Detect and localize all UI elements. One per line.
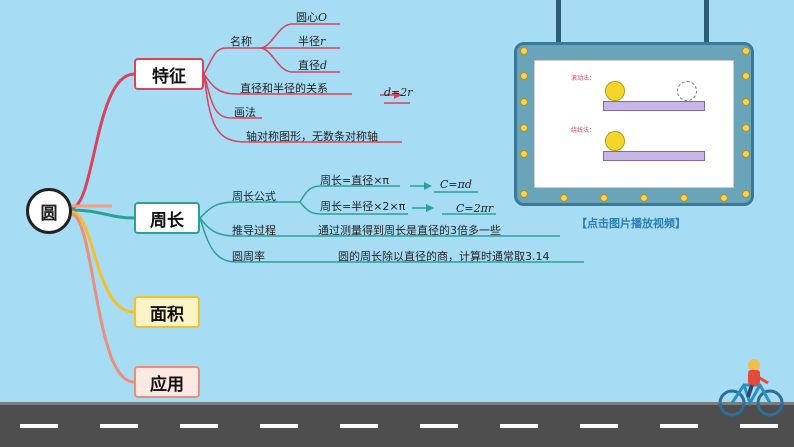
rivet (720, 194, 728, 202)
road-dash (100, 424, 138, 428)
rivet (520, 124, 528, 132)
branch-perimeter[interactable]: 周长 (134, 202, 200, 234)
drawing-label: 画法 (234, 106, 256, 119)
cyclist-icon (718, 359, 784, 417)
pi-label: 圆周率 (232, 250, 265, 263)
pi-text: 圆的周长除以直径的商，计算时通常取3.14 (338, 250, 550, 263)
relation-formula: d=2r (384, 86, 413, 99)
play-video-caption[interactable]: 【点击图片播放视频】 (576, 217, 686, 230)
ruler-1 (603, 101, 705, 111)
diameter-text: 直径 (298, 59, 320, 72)
relation-label: 直径和半径的关系 (240, 82, 328, 95)
ruler-2 (603, 151, 705, 161)
rivet (640, 194, 648, 202)
formula-2-math: C=2πr (456, 202, 494, 215)
rivet (560, 194, 568, 202)
road-dash (580, 424, 618, 428)
diameter-label: 直径d (298, 57, 327, 73)
derivation-text: 通过测量得到周长是直径的3倍多一些 (318, 224, 501, 237)
panel-hanger-left (556, 0, 561, 44)
road-dash (20, 424, 58, 428)
branch-feature[interactable]: 特征 (134, 58, 204, 90)
rivet (520, 47, 528, 55)
center-symbol: O (318, 11, 328, 24)
rivet (742, 150, 750, 158)
rolling-coin (605, 81, 625, 101)
radius-symbol: r (320, 35, 326, 48)
center-node[interactable]: 圆 (26, 188, 72, 234)
video-thumbnail[interactable]: 滚动法： 绕线法： (534, 60, 734, 188)
rivet (680, 194, 688, 202)
formula-1-math: C=πd (440, 178, 472, 191)
road-dash (500, 424, 538, 428)
symmetry-label: 轴对称图形，无数条对称轴 (246, 130, 378, 143)
formula-title-label: 周长公式 (232, 190, 276, 203)
road-dash (340, 424, 378, 428)
rivet (742, 190, 750, 198)
rivet (600, 194, 608, 202)
rivet (520, 150, 528, 158)
road-dash (740, 424, 778, 428)
road-dash (420, 424, 458, 428)
rivet (520, 190, 528, 198)
radius-label: 半径r (298, 33, 325, 49)
branch-area[interactable]: 面积 (134, 296, 200, 328)
center-point-text: 圆心 (296, 11, 318, 24)
panel-hanger-right (704, 0, 709, 44)
center-point-label: 圆心O (296, 9, 327, 25)
method-2-label: 绕线法： (571, 127, 596, 134)
branch-application[interactable]: 应用 (134, 366, 200, 398)
road-dash (260, 424, 298, 428)
method-1-label: 滚动法： (571, 75, 596, 82)
road-dash (180, 424, 218, 428)
rivet (520, 98, 528, 106)
road-dash (660, 424, 698, 428)
rivet (742, 47, 750, 55)
formula-1-label: 周长=直径×π (320, 174, 390, 187)
names-label: 名称 (230, 35, 252, 48)
rivet (520, 72, 528, 80)
radius-text: 半径 (298, 35, 320, 48)
formula-2-label: 周长=半径×2×π (320, 200, 406, 213)
diameter-symbol: d (320, 59, 328, 72)
rivet (742, 98, 750, 106)
rivet (742, 124, 750, 132)
rolling-coin-ghost (677, 81, 697, 101)
rivet (742, 72, 750, 80)
wrapping-coin (605, 131, 625, 151)
derivation-label: 推导过程 (232, 224, 276, 237)
